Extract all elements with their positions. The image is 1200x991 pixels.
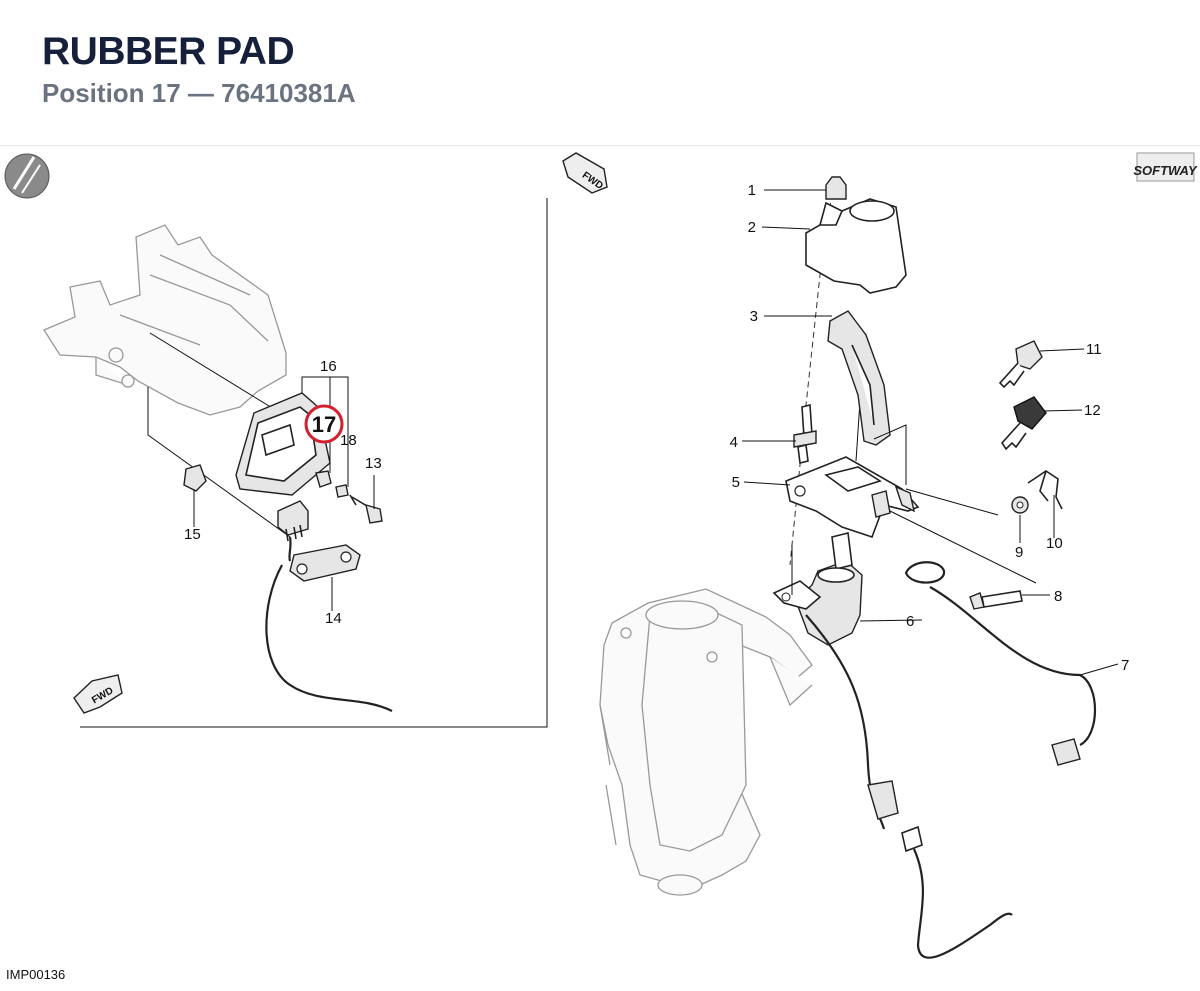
callout-7: 7 xyxy=(1121,657,1129,674)
callout-12: 12 xyxy=(1084,402,1101,419)
callout-18: 18 xyxy=(340,432,357,449)
header: RUBBER PAD Position 17 — 76410381A xyxy=(0,0,1200,146)
page-subtitle: Position 17 — 76410381A xyxy=(42,78,356,108)
page-title: RUBBER PAD xyxy=(42,30,295,73)
callout-3: 3 xyxy=(750,308,758,325)
callout-6: 6 xyxy=(906,613,914,630)
fwd-arrow-icon: FWD xyxy=(562,152,608,194)
callout-15: 15 xyxy=(184,526,201,543)
fwd-arrow-icon: FWD xyxy=(73,674,123,714)
callout-11: 11 xyxy=(1086,341,1102,358)
emblem-icon xyxy=(4,153,50,199)
right-main-view xyxy=(599,176,1097,959)
callout-numbers: 1 2 3 4 5 6 7 8 9 10 11 12 13 14 15 16 1… xyxy=(184,182,1129,674)
callout-13: 13 xyxy=(365,455,382,472)
callout-4: 4 xyxy=(730,434,738,451)
callout-16: 16 xyxy=(320,358,337,375)
exploded-parts-diagram: SOFTWAY FWD FWD xyxy=(0,145,1200,991)
callout-5: 5 xyxy=(732,474,740,491)
detail-frame xyxy=(80,198,548,728)
callout-8: 8 xyxy=(1054,588,1062,605)
logo-text: SOFTWAY xyxy=(1133,163,1198,178)
image-code: IMP00136 xyxy=(6,967,66,982)
callout-2: 2 xyxy=(748,219,756,236)
callout-1: 1 xyxy=(748,182,756,199)
callout-14: 14 xyxy=(325,610,342,627)
callout-9: 9 xyxy=(1015,544,1023,561)
callout-leaders xyxy=(742,189,1119,676)
highlighted-position-marker[interactable]: 17 xyxy=(304,404,344,444)
softway-logo: SOFTWAY xyxy=(1133,152,1198,182)
left-detail-view xyxy=(43,224,393,712)
callout-10: 10 xyxy=(1046,535,1063,552)
position-17-label: 17 xyxy=(312,412,336,437)
